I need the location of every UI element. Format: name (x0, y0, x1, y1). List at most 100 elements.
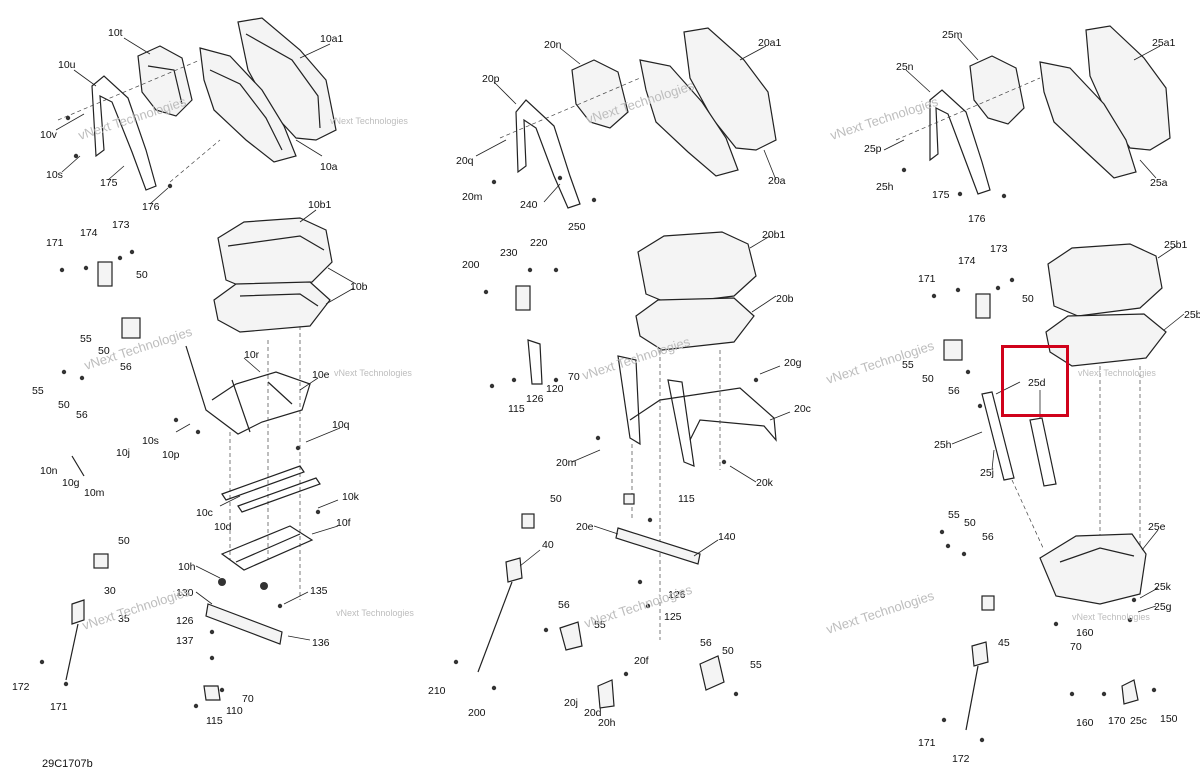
watermark: vNext Technologies (334, 368, 412, 378)
callout-10g: 10g (62, 477, 80, 489)
headrest-10t (137, 45, 193, 117)
callout-10c: 10c (196, 507, 213, 519)
callout-25p: 25p (864, 143, 882, 155)
callout-10v: 10v (40, 129, 58, 141)
callout-172: 172 (12, 681, 30, 693)
callout-135: 135 (310, 585, 328, 597)
latch-55-right (943, 339, 963, 361)
watermark: vNext Technologies (582, 582, 694, 631)
callout-25c: 25c (1130, 715, 1147, 727)
callout-56: 56 (120, 361, 132, 373)
callout-55r: 55 (902, 359, 914, 371)
callout-56r: 56 (948, 385, 960, 397)
callout-130: 130 (176, 587, 194, 599)
watermark: vNext Technologies (824, 588, 936, 637)
callout-50r-c: 50 (964, 517, 976, 529)
lever-10g (71, 455, 85, 477)
callout-10s-b: 10s (142, 435, 159, 447)
callout-10d: 10d (214, 521, 232, 533)
callout-126: 126 (176, 615, 194, 627)
seatbelt-45 (971, 641, 989, 667)
callout-40: 40 (542, 539, 554, 551)
callout-10b1: 10b1 (308, 199, 332, 211)
callout-200: 200 (462, 259, 480, 271)
bumper-20e (623, 493, 635, 505)
callout-25a: 25a (1150, 177, 1168, 189)
spring-230 (515, 285, 531, 311)
callout-120: 120 (546, 383, 564, 395)
callout-25h: 25h (876, 181, 894, 193)
watermark: vNext Technologies (1072, 612, 1150, 622)
callout-115m-b: 115 (678, 493, 695, 505)
callout-171r: 171 (918, 273, 936, 285)
callout-171r-b: 171 (918, 737, 936, 749)
buckle-50-right (981, 595, 995, 611)
callout-10n: 10n (40, 465, 58, 477)
frame-10f (220, 525, 314, 571)
callout-175: 175 (100, 177, 118, 189)
callout-220: 220 (530, 237, 548, 249)
callout-176: 176 (142, 201, 160, 213)
rail-25j (981, 391, 1015, 481)
callout-20m: 20m (462, 191, 483, 203)
watermarks: vNext Technologies vNext Technologies vN… (76, 78, 1156, 637)
callout-20b: 20b (776, 293, 794, 305)
callout-50: 50 (136, 269, 148, 281)
callout-126m-b: 126 (668, 589, 686, 601)
callout-20a: 20a (768, 175, 786, 187)
callout-10s: 10s (46, 169, 63, 181)
highlight-box-25d (1001, 345, 1069, 417)
buckle-50-mid (521, 513, 535, 529)
callout-30: 30 (104, 585, 116, 597)
callout-20d: 20d (584, 707, 602, 719)
latch-55 (121, 317, 141, 339)
callout-25k: 25k (1154, 581, 1172, 593)
spring-50 (97, 261, 113, 287)
callout-20q: 20q (456, 155, 474, 167)
callout-50m-b: 50 (722, 645, 734, 657)
callout-50m: 50 (550, 493, 562, 505)
seat-back-20a (639, 59, 739, 177)
callout-25n: 25n (896, 61, 914, 73)
buckle-50 (93, 553, 109, 569)
callouts-left: 10t 10a1 10u 10v 10s 175 176 10a 10b1 17… (12, 27, 368, 727)
seatbelt-40 (505, 557, 523, 583)
callout-20m-b: 20m (556, 457, 577, 469)
seat-frame-10e (185, 345, 311, 435)
callout-174: 174 (80, 227, 98, 239)
callout-56b: 56 (76, 409, 88, 421)
bracket-120 (527, 339, 543, 385)
callout-170: 170 (1108, 715, 1126, 727)
callout-210: 210 (428, 685, 446, 697)
callout-126m: 126 (526, 393, 544, 405)
rail-10c (221, 465, 305, 501)
callout-10j: 10j (116, 447, 130, 459)
callout-25e: 25e (1148, 521, 1166, 533)
callout-55m: 55 (594, 619, 606, 631)
drawing-code: 29C1707b (42, 758, 93, 770)
support-bar-25n (929, 89, 991, 195)
support-bar-10u (91, 75, 157, 191)
callout-50c: 50 (58, 399, 70, 411)
callout-10h: 10h (178, 561, 196, 573)
seat-assembly-middle (453, 27, 777, 709)
bracket-25c (1121, 679, 1139, 705)
callout-171: 171 (46, 237, 64, 249)
callout-173: 173 (112, 219, 130, 231)
base-25e (1039, 533, 1147, 605)
callout-160b: 160 (1076, 717, 1094, 729)
seat-assembly-right (895, 25, 1171, 743)
callout-25b1: 25b1 (1164, 239, 1188, 251)
callout-10u: 10u (58, 59, 76, 71)
callout-200m: 200 (468, 707, 486, 719)
watermark: vNext Technologies (336, 608, 414, 618)
seatbelt-30 (71, 599, 85, 625)
seat-cushion-10b1 (217, 217, 333, 291)
callout-20b1: 20b1 (762, 229, 786, 241)
callout-160: 160 (1076, 627, 1094, 639)
callout-173r: 173 (990, 243, 1008, 255)
callouts-middle: 20n 20a1 20p 20q 20m 240 250 20a 20b1 20… (428, 37, 811, 729)
watermark: vNext Technologies (330, 116, 408, 126)
callout-10b: 10b (350, 281, 368, 293)
